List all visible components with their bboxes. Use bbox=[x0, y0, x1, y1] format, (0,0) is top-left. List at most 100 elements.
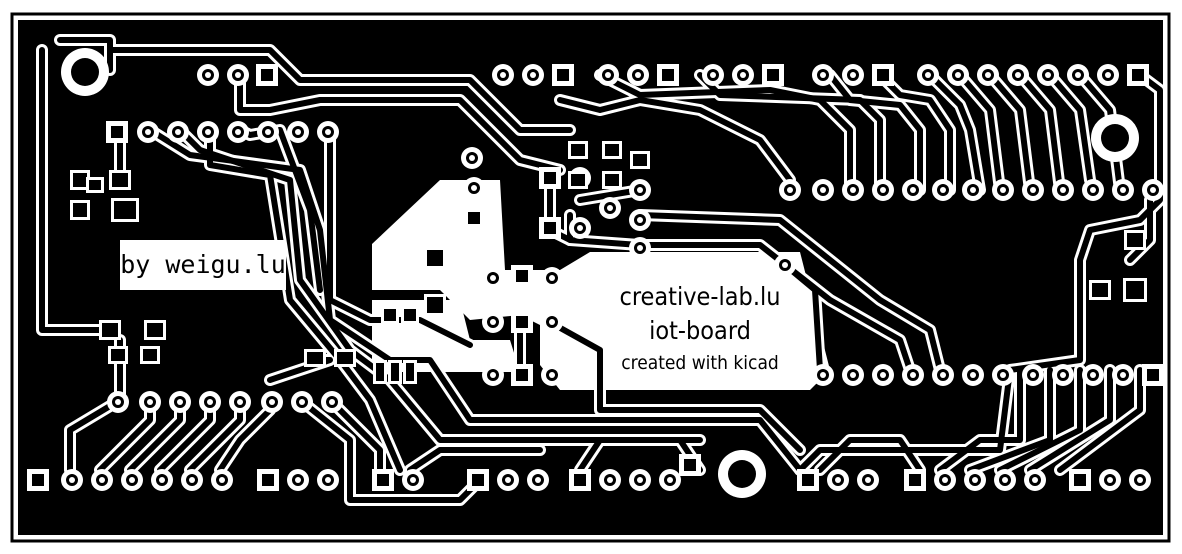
pad-icon bbox=[549, 372, 555, 378]
pad-icon bbox=[295, 477, 301, 483]
pad-icon bbox=[235, 72, 241, 78]
pad-icon bbox=[850, 372, 856, 378]
pad-icon bbox=[406, 363, 414, 381]
credit-label: by weigu.lu bbox=[120, 240, 286, 290]
pad-icon bbox=[530, 72, 536, 78]
pad-icon bbox=[112, 173, 128, 187]
pad-icon bbox=[147, 323, 163, 337]
pad-icon bbox=[985, 72, 991, 78]
pad-icon bbox=[89, 180, 101, 190]
pad-icon bbox=[970, 372, 976, 378]
pad-icon bbox=[175, 129, 181, 135]
pad-icon bbox=[1120, 187, 1126, 193]
pad-icon bbox=[972, 477, 978, 483]
pad-icon bbox=[307, 352, 323, 364]
pad-icon bbox=[99, 477, 105, 483]
pad-icon bbox=[877, 69, 889, 81]
pad-icon bbox=[544, 172, 556, 184]
pad-icon bbox=[1147, 369, 1159, 381]
pad-icon bbox=[710, 72, 716, 78]
mounting-hole-icon bbox=[728, 460, 756, 488]
pad-icon bbox=[577, 225, 583, 231]
pad-icon bbox=[325, 477, 331, 483]
pad-icon bbox=[189, 477, 195, 483]
pad-icon bbox=[820, 372, 826, 378]
pad-icon bbox=[261, 69, 273, 81]
pad-icon bbox=[115, 399, 121, 405]
pad-icon bbox=[549, 319, 555, 325]
mounting-hole-icon bbox=[71, 58, 99, 86]
pad-icon bbox=[1060, 372, 1066, 378]
pad-icon bbox=[880, 372, 886, 378]
pad-icon bbox=[820, 187, 826, 193]
pad-icon bbox=[325, 129, 331, 135]
pad-icon bbox=[637, 187, 643, 193]
pad-icon bbox=[469, 155, 475, 161]
pad-icon bbox=[940, 372, 946, 378]
pad-icon bbox=[607, 205, 613, 211]
pad-icon bbox=[337, 352, 353, 364]
pad-icon bbox=[820, 72, 826, 78]
pad-icon bbox=[802, 474, 814, 486]
pad-icon bbox=[865, 477, 871, 483]
pad-icon bbox=[177, 399, 183, 405]
pad-icon bbox=[427, 250, 443, 266]
info-line-1: creative-lab.lu bbox=[619, 282, 781, 311]
pad-icon bbox=[235, 129, 241, 135]
pad-icon bbox=[516, 270, 528, 282]
pad-icon bbox=[143, 349, 157, 361]
pad-icon bbox=[909, 474, 921, 486]
pad-icon bbox=[329, 399, 335, 405]
pad-icon bbox=[295, 129, 301, 135]
pad-icon bbox=[471, 185, 477, 191]
pad-icon bbox=[637, 477, 643, 483]
pad-icon bbox=[605, 144, 619, 156]
pad-icon bbox=[111, 126, 123, 138]
pad-icon bbox=[684, 459, 696, 471]
pad-icon bbox=[265, 129, 271, 135]
pad-icon bbox=[219, 477, 225, 483]
pad-icon bbox=[767, 69, 779, 81]
pad-icon bbox=[102, 323, 118, 337]
pad-icon bbox=[490, 372, 496, 378]
pad-icon bbox=[607, 477, 613, 483]
pad-icon bbox=[114, 201, 136, 219]
pad-icon bbox=[1032, 477, 1038, 483]
traces bbox=[39, 37, 1163, 503]
pad-icon bbox=[490, 275, 496, 281]
pad-icon bbox=[32, 474, 44, 486]
pad-icon bbox=[490, 319, 496, 325]
pad-icon bbox=[1137, 477, 1143, 483]
pad-icon bbox=[205, 129, 211, 135]
pad-icon bbox=[1107, 477, 1113, 483]
pad-icon bbox=[404, 309, 416, 321]
pad-icon bbox=[500, 72, 506, 78]
pads bbox=[27, 64, 1164, 491]
pad-icon bbox=[571, 144, 585, 156]
pad-icon bbox=[472, 474, 484, 486]
pad-icon bbox=[376, 363, 384, 381]
pad-icon bbox=[535, 477, 541, 483]
pad-icon bbox=[955, 72, 961, 78]
pad-icon bbox=[427, 297, 443, 313]
pad-icon bbox=[1045, 72, 1051, 78]
pad-icon bbox=[269, 399, 275, 405]
pad-icon bbox=[1090, 187, 1096, 193]
pad-icon bbox=[1060, 187, 1066, 193]
pad-icon bbox=[637, 217, 643, 223]
pad-icon bbox=[549, 275, 555, 281]
pad-icon bbox=[1120, 372, 1126, 378]
pad-icon bbox=[391, 363, 399, 381]
pad-icon bbox=[73, 173, 87, 187]
pad-icon bbox=[850, 187, 856, 193]
pad-icon bbox=[635, 72, 641, 78]
info-label: creative-lab.lu iot-board created with k… bbox=[582, 280, 818, 390]
pad-icon bbox=[237, 399, 243, 405]
pad-icon bbox=[1150, 187, 1156, 193]
pad-icon bbox=[925, 72, 931, 78]
pad-icon bbox=[1127, 233, 1143, 247]
pad-icon bbox=[637, 245, 643, 251]
pad-icon bbox=[1002, 477, 1008, 483]
pad-icon bbox=[782, 262, 788, 268]
pad-icon bbox=[1000, 187, 1006, 193]
